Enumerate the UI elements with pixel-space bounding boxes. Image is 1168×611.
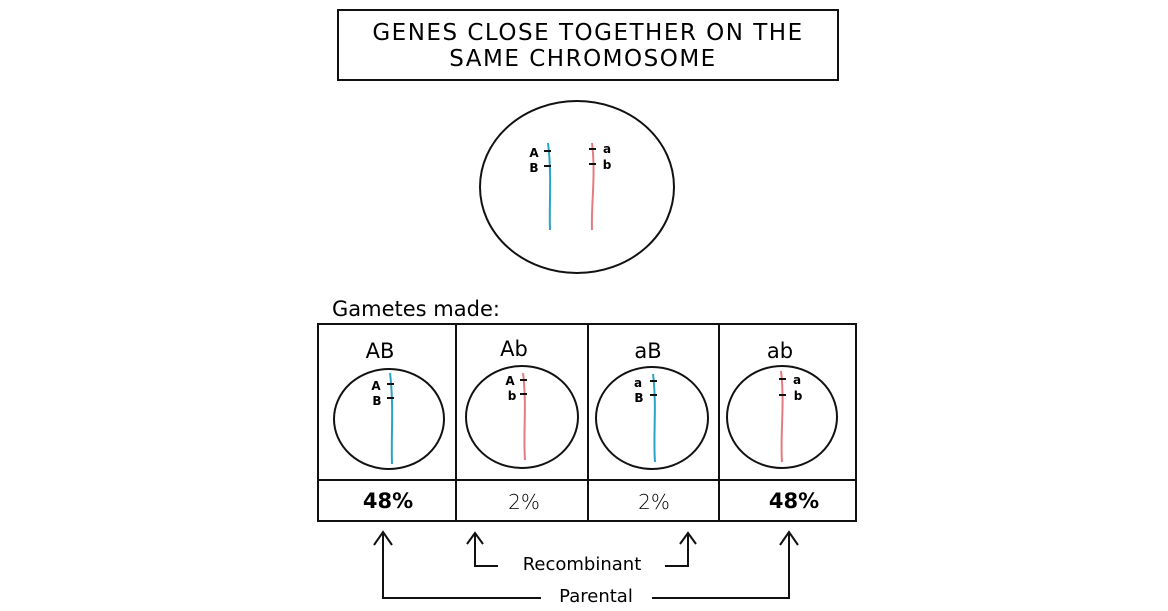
gamete-gene: b	[508, 389, 517, 403]
recombinant-label: Recombinant	[523, 554, 642, 575]
title-line-1: GENES CLOSE TOGETHER ON THE	[372, 20, 803, 46]
parent-gene-A: A	[529, 146, 539, 160]
gamete-chromosome-blue	[652, 373, 656, 463]
gamete-gene: B	[634, 391, 643, 405]
parental-bracket	[373, 530, 799, 599]
parent-gene-b: b	[603, 158, 612, 172]
parental-label: Parental	[559, 586, 633, 607]
gamete-gene: a	[793, 373, 801, 387]
gamete-gene: A	[505, 374, 515, 388]
gamete-chromosome-blue	[389, 372, 394, 465]
gamete-heading: AB	[366, 339, 395, 363]
gamete-chromosome-red	[780, 370, 784, 463]
gamete-cell	[595, 366, 709, 470]
gamete-gene: B	[372, 394, 381, 408]
gamete-gene: a	[634, 376, 642, 390]
gamete-percent: 2%	[638, 490, 670, 514]
gamete-percent: 48%	[769, 489, 819, 513]
gamete-percent: 48%	[363, 489, 413, 513]
gamete-percent: 2%	[508, 490, 540, 514]
recombinant-bracket	[466, 531, 697, 567]
parent-cell	[479, 100, 675, 274]
gamete-chromosome-red	[522, 372, 526, 461]
gamete-heading: Ab	[500, 337, 528, 361]
gamete-cell	[465, 365, 579, 469]
gamete-heading: ab	[767, 339, 793, 363]
title-box	[337, 9, 839, 81]
title-line-2: SAME CHROMOSOME	[449, 46, 716, 72]
parent-gene-B: B	[529, 161, 538, 175]
gametes-label: Gametes made:	[332, 297, 500, 321]
gamete-gene: A	[371, 379, 381, 393]
gamete-cell	[726, 365, 838, 469]
gamete-heading: aB	[634, 339, 661, 363]
gamete-cell	[333, 368, 445, 470]
gamete-gene: b	[794, 389, 803, 403]
parent-red-chromosome	[590, 142, 595, 231]
parent-gene-a: a	[603, 142, 611, 156]
parent-blue-chromosome	[547, 142, 552, 231]
